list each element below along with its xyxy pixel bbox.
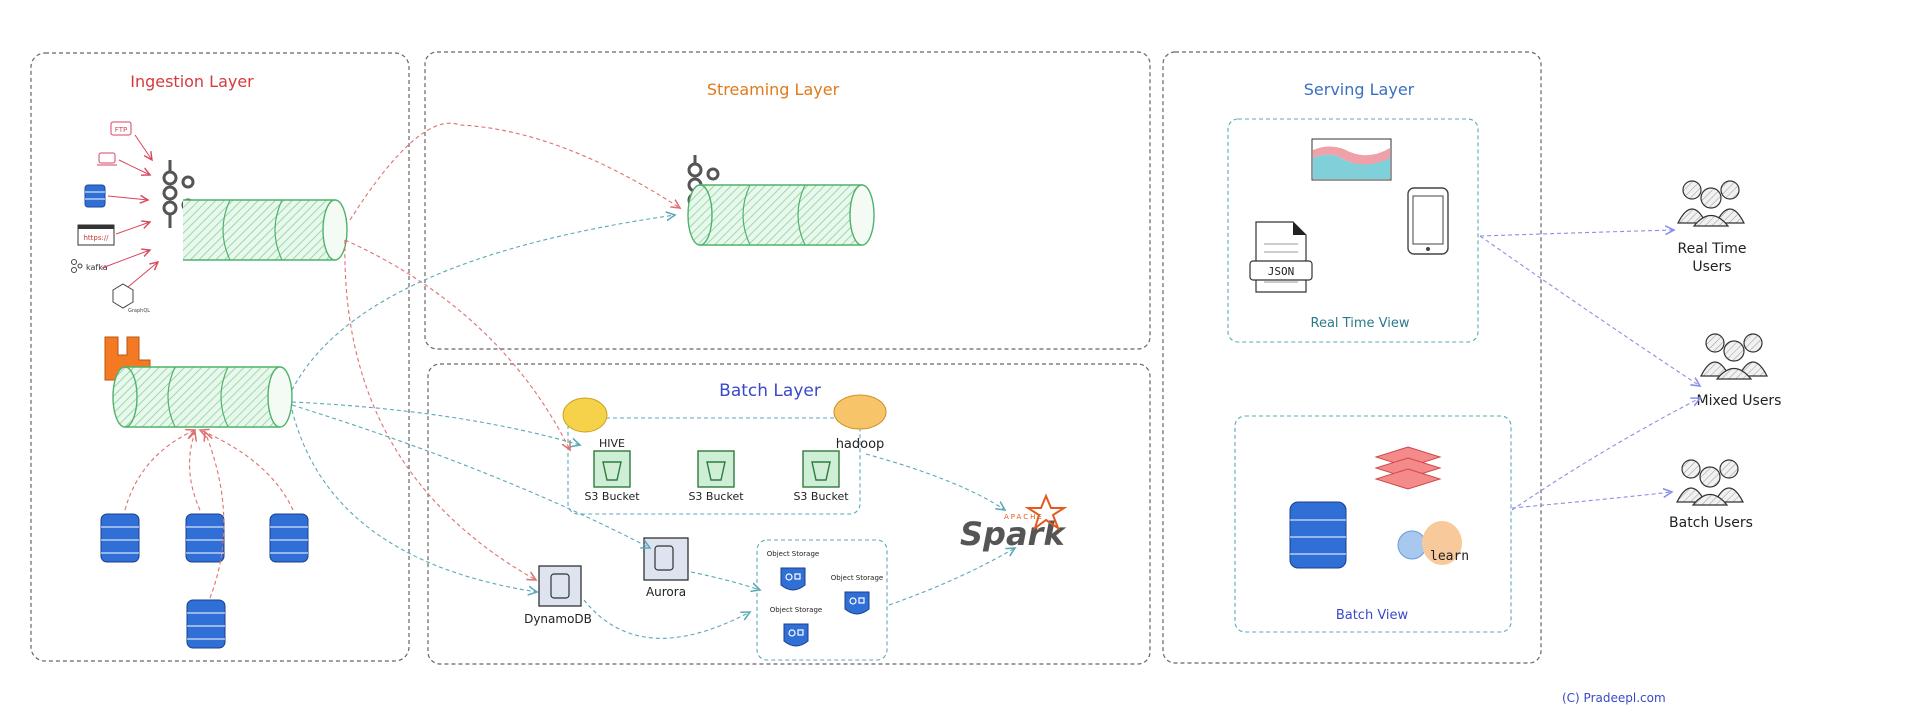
https-icon: https:// bbox=[77, 224, 115, 246]
object-storage-3-label: Object Storage bbox=[770, 606, 822, 614]
s3-bucket-2-label: S3 Bucket bbox=[688, 490, 744, 503]
real-time-view-label: Real Time View bbox=[1311, 316, 1410, 331]
hadoop-label: hadoop bbox=[836, 437, 885, 452]
batch-layer-box bbox=[427, 363, 1151, 665]
object-storage-3: Object Storage bbox=[770, 606, 822, 647]
batch-view-database-icon bbox=[1289, 501, 1347, 569]
streaming-layer-title: Streaming Layer bbox=[707, 80, 840, 99]
ftp-label: FTP bbox=[115, 126, 127, 134]
object-storage-2-label: Object Storage bbox=[831, 574, 883, 582]
ingestion-kafka-pipe bbox=[183, 199, 348, 261]
dynamodb-icon: DynamoDB bbox=[524, 565, 592, 626]
ingestion-layer-title: Ingestion Layer bbox=[130, 72, 254, 91]
s3-group-box bbox=[567, 417, 861, 515]
batch-users-icon bbox=[1676, 459, 1744, 506]
https-label: https:// bbox=[83, 234, 109, 242]
rabbitmq-pipe bbox=[112, 366, 293, 428]
database-icon-1 bbox=[100, 513, 140, 563]
streaming-kafka-pipe bbox=[687, 184, 875, 246]
real-time-view-box bbox=[1227, 118, 1479, 343]
purple-user-arrows bbox=[1479, 230, 1700, 511]
batch-view-label: Batch View bbox=[1336, 608, 1409, 623]
ingestion-layer-box bbox=[30, 52, 410, 662]
spark-label: Spark bbox=[960, 515, 1066, 553]
object-storage-group-box bbox=[756, 539, 888, 661]
object-storage-1: Object Storage bbox=[767, 550, 819, 591]
aurora-icon: Aurora bbox=[643, 537, 689, 599]
json-label: JSON bbox=[1268, 265, 1295, 278]
s3-bucket-1-label: S3 Bucket bbox=[584, 490, 640, 503]
batch-layer-title: Batch Layer bbox=[719, 381, 821, 401]
s3-bucket-2: S3 Bucket bbox=[688, 450, 744, 503]
server-rack-icon bbox=[97, 152, 117, 166]
batch-users-label: Batch Users bbox=[1669, 515, 1753, 531]
database-icon-2 bbox=[185, 513, 225, 563]
database-icon-3 bbox=[269, 513, 309, 563]
streaming-layer-box bbox=[424, 51, 1151, 350]
spark-logo-icon: APACHE Spark bbox=[960, 493, 1068, 553]
dynamodb-label: DynamoDB bbox=[524, 612, 592, 626]
scikit-learn-icon: learn bbox=[1397, 521, 1469, 565]
hive-label: HIVE bbox=[599, 437, 625, 450]
hive-icon: HIVE bbox=[562, 397, 625, 450]
s3-bucket-1: S3 Bucket bbox=[584, 450, 640, 503]
kafka-small-label: kafka bbox=[86, 263, 108, 272]
red-flow-arrows bbox=[344, 122, 680, 580]
graphql-icon: GraphQL bbox=[112, 283, 150, 314]
serving-layer-title: Serving Layer bbox=[1304, 80, 1415, 99]
serving-layer-box bbox=[1162, 51, 1542, 664]
database-icon-small bbox=[84, 184, 106, 208]
spark-apache-label: APACHE bbox=[1004, 513, 1044, 521]
aurora-label: Aurora bbox=[646, 585, 686, 599]
batch-view-box bbox=[1234, 415, 1512, 633]
graphql-label: GraphQL bbox=[128, 308, 150, 314]
area-chart-icon bbox=[1311, 138, 1392, 181]
mixed-users-label: Mixed Users bbox=[1697, 393, 1782, 409]
hadoop-icon: hadoop bbox=[833, 394, 887, 452]
layers-stack-icon bbox=[1374, 446, 1442, 490]
mobile-phone-icon bbox=[1407, 187, 1449, 255]
teal-flow-arrows bbox=[291, 215, 1015, 639]
object-storage-1-label: Object Storage bbox=[767, 550, 819, 558]
footer-copyright: (C) Pradeepl.com bbox=[1562, 691, 1666, 705]
object-storage-2: Object Storage bbox=[831, 574, 883, 615]
real-time-users-icon bbox=[1677, 180, 1745, 227]
database-icon-4 bbox=[186, 599, 226, 649]
mixed-users-icon bbox=[1700, 333, 1768, 380]
learn-label: learn bbox=[1430, 549, 1469, 564]
ftp-icon: FTP bbox=[110, 121, 132, 136]
db-to-queue-arrows bbox=[124, 430, 294, 599]
real-time-users-label-line1: Real Time bbox=[1678, 241, 1747, 257]
source-arrows bbox=[101, 134, 158, 288]
json-document-icon: JSON bbox=[1249, 221, 1313, 293]
kafka-small-icon: kafka bbox=[71, 259, 108, 273]
real-time-users-label-line2: Users bbox=[1692, 259, 1731, 275]
s3-bucket-3: S3 Bucket bbox=[793, 450, 849, 503]
s3-bucket-3-label: S3 Bucket bbox=[793, 490, 849, 503]
